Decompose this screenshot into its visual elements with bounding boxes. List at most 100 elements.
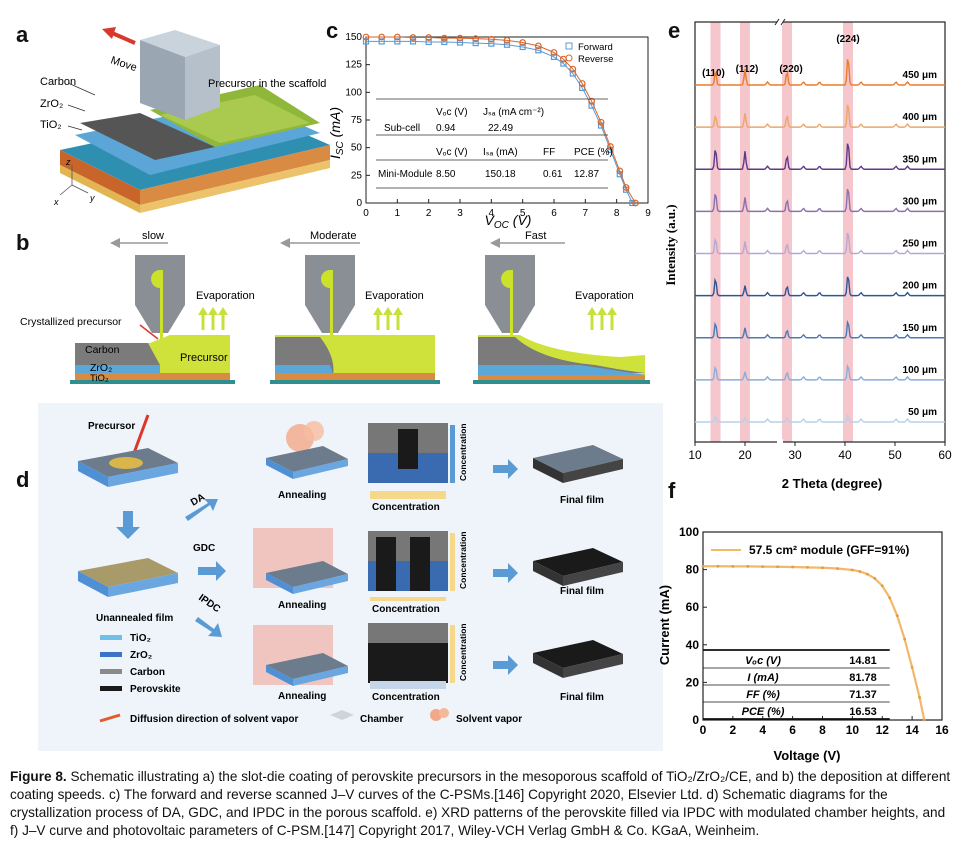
series-label: 300 μm [903, 196, 938, 207]
svg-text:2 Theta (degree): 2 Theta (degree) [782, 476, 882, 491]
x-tick-label: 2 [730, 723, 737, 737]
jv-point [865, 572, 869, 576]
series-label: 50 μm [908, 407, 937, 418]
panel-b-schematic: slow Crystallized precursor Carbon ZrO₂ … [20, 230, 650, 384]
y-tick-label: 20 [686, 675, 700, 689]
panel-b-precursor: Precursor [180, 352, 228, 364]
series-label: 400 μm [903, 112, 938, 123]
panel-label-d: d [16, 467, 30, 492]
y-tick-label: 50 [351, 143, 363, 154]
data-point-reverse [607, 143, 614, 150]
jv-point [910, 665, 914, 669]
x-tick-label: 0 [700, 723, 707, 737]
caption-text: Schematic illustrating a) the slot-die c… [10, 769, 951, 838]
data-point-reverse [578, 80, 586, 87]
peak-label: (224) [836, 34, 859, 45]
jv-point [701, 564, 705, 568]
axis-break-bottom [777, 439, 783, 445]
concentration-h-ipdc: Concentration [372, 692, 440, 703]
legend-marker-forward [565, 42, 573, 50]
jv-point [918, 696, 921, 699]
series-line-forward [366, 40, 633, 204]
panel-d-precursor: Precursor [88, 421, 135, 432]
panel-b-carbon: Carbon [85, 344, 120, 356]
data-point-forward [456, 39, 464, 46]
x-tick-label: 0 [363, 208, 369, 219]
table-c-h2: Iₛₐ (mA) [483, 147, 518, 158]
data-point-forward [629, 199, 636, 207]
table-c-r1-label: Sub-cell [384, 123, 420, 134]
speed-slow: slow [142, 230, 164, 242]
data-point-reverse [519, 39, 527, 46]
panel-b-scene-fast: Fast Evaporation [473, 230, 650, 384]
y-tick-label: 60 [686, 600, 700, 614]
data-point-forward [425, 38, 432, 46]
xrd-pattern [695, 189, 945, 213]
axis-break-mark [774, 18, 780, 26]
final-film-da: Final film [560, 495, 604, 506]
panel-d-schematic: Precursor Unannealed film TiO₂ ZrO₂ Carb… [78, 414, 623, 725]
table-f-param: PCE (%) [742, 706, 785, 718]
xrd-pattern [695, 319, 945, 339]
data-point-reverse [550, 49, 558, 56]
jv-point [922, 718, 926, 722]
svg-text:Voltage (V): Voltage (V) [774, 748, 841, 763]
jv-point [880, 584, 884, 588]
x-tick-label: 6 [789, 723, 796, 737]
table-f-param: Vₒc (V) [745, 655, 781, 667]
table-f-value: 81.78 [849, 672, 877, 684]
jv-point [746, 565, 750, 568]
svg-text:Current (mA): Current (mA) [657, 585, 672, 665]
data-point-reverse [622, 184, 630, 191]
x-tick-label: 4 [759, 723, 766, 737]
data-point-reverse [616, 167, 624, 175]
figure-caption: Figure 8. Schematic illustrating a) the … [10, 768, 955, 840]
method-gdc: GDC [193, 543, 215, 554]
data-point-forward [550, 53, 558, 61]
panel-a-precursor-label: Precursor in the scaffold [208, 78, 326, 90]
series-label: 150 μm [903, 323, 938, 334]
final-film-ipdc: Final film [560, 692, 604, 703]
jv-point [821, 566, 824, 570]
y-tick-label: 100 [679, 525, 699, 539]
x-tick-label: 2 [426, 208, 432, 219]
panel-label-f: f [668, 478, 676, 503]
data-point-reverse [440, 34, 448, 42]
data-point-reverse [597, 118, 605, 126]
panel-label-a: a [16, 22, 29, 47]
table-f-param: I (mA) [747, 672, 779, 684]
legend-label: Forward [578, 42, 613, 53]
peak-label: (110) [702, 68, 725, 79]
peak-band [710, 22, 721, 442]
x-tick-label: 16 [935, 723, 949, 737]
data-point-forward [472, 39, 479, 47]
data-point-reverse [456, 34, 464, 42]
table-c-r2: 0.61 [543, 169, 563, 180]
data-point-forward [488, 40, 495, 47]
jv-point [776, 565, 780, 569]
y-tick-label: 25 [351, 170, 363, 181]
data-point-forward [378, 38, 385, 45]
table-c-r1-jsc: 22.49 [488, 123, 513, 134]
svg-text:Intensity (a.u.): Intensity (a.u.) [663, 204, 678, 285]
jv-point [806, 565, 809, 569]
x-tick-label: 10 [846, 723, 860, 737]
table-f-value: 16.53 [849, 706, 877, 718]
legend-label: 57.5 cm² module (GFF=91%) [749, 543, 909, 557]
y-tick-label: 150 [345, 32, 362, 43]
axis-x-label: x [53, 197, 59, 207]
legend-carbon: Carbon [130, 667, 165, 678]
y-tick-label: 80 [686, 563, 700, 577]
jv-point [716, 564, 720, 568]
method-ipdc: IPDC [196, 592, 222, 615]
final-film-gdc: Final film [560, 586, 604, 597]
y-tick-label: 100 [345, 87, 362, 98]
peak-label: (220) [779, 64, 802, 75]
panel-a-zro2: ZrO₂ [40, 98, 63, 110]
x-tick-label: 14 [905, 723, 919, 737]
data-point-reverse [425, 34, 433, 41]
data-point-reverse [632, 199, 639, 207]
data-point-forward [362, 38, 370, 45]
